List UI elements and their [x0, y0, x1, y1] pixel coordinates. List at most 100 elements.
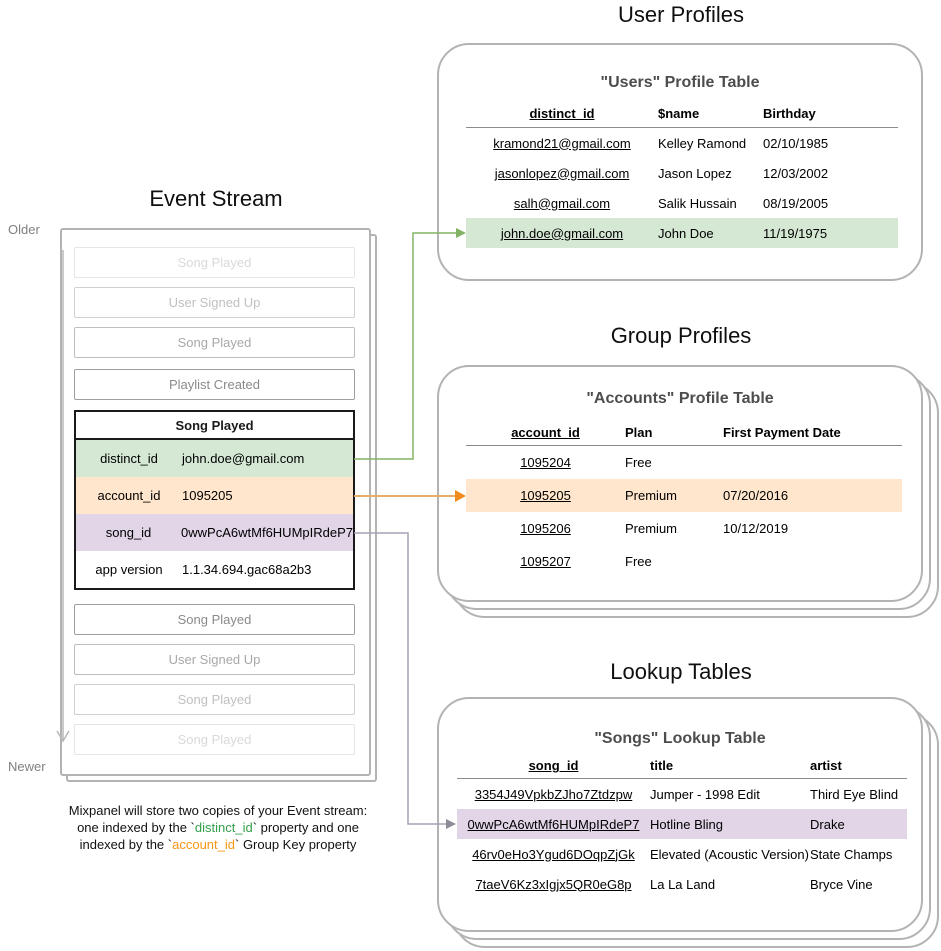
cell-plan: Premium	[625, 488, 678, 503]
property-value: 1.1.34.694.gac68a2b3	[182, 562, 312, 577]
highlighted-row-distinct-id: john.doe@gmail.com John Doe 11/19/1975	[466, 218, 898, 248]
property-key: distinct_id	[100, 451, 158, 466]
table-row: 1095207 Free	[466, 545, 902, 578]
songs-table-header: song_id title artist	[457, 753, 907, 779]
cell-birthday: 12/03/2002	[763, 165, 829, 181]
table-row: 1095204 Free	[466, 446, 902, 479]
cell-plan: Free	[625, 455, 652, 470]
cell-name: Jason Lopez	[658, 165, 732, 181]
newer-label: Newer	[8, 759, 46, 774]
cell-account-id: 1095205	[520, 488, 571, 503]
cell-artist: State Champs	[810, 846, 893, 862]
accounts-card-title: "Accounts" Profile Table	[586, 390, 774, 407]
event-item: Song Played	[74, 247, 355, 278]
cell-name: John Doe	[658, 225, 714, 241]
cell-artist: Drake	[810, 816, 845, 832]
event-item: Song Played	[74, 327, 355, 358]
property-key: app version	[95, 562, 163, 577]
accounts-table: account_id Plan First Payment Date 10952…	[466, 420, 902, 578]
caption-line-1: Mixpanel will store two copies of your E…	[68, 803, 368, 818]
highlighted-row-song-id: 0wwPcA6wtMf6HUMpIRdeP7 Hotline Bling Dra…	[457, 809, 907, 839]
cell-artist: Bryce Vine	[810, 876, 873, 892]
table-row: jasonlopez@gmail.com Jason Lopez 12/03/2…	[466, 158, 898, 188]
column-header-song-id: song_id	[528, 758, 579, 773]
caption-distinct-id: distinct_id	[194, 820, 253, 835]
cell-song-id: 0wwPcA6wtMf6HUMpIRdeP7	[467, 816, 640, 832]
cell-name: Kelley Ramond	[658, 135, 747, 151]
table-row: 1095206 Premium 10/12/2019	[466, 512, 902, 545]
event-item: Song Played	[74, 724, 355, 755]
caption-text: indexed by the `	[79, 837, 173, 852]
selected-event-name: Song Played	[76, 412, 353, 440]
table-row: kramond21@gmail.com Kelley Ramond 02/10/…	[466, 128, 898, 158]
songs-table: song_id title artist 3354J49VpkbZJho7Ztd…	[457, 753, 907, 899]
event-property-row-distinct-id: distinct_id john.doe@gmail.com	[76, 440, 353, 477]
cell-title: Elevated (Acoustic Version)	[650, 846, 809, 862]
cell-title: La La Land	[650, 876, 716, 892]
cell-account-id: 1095206	[520, 521, 571, 536]
event-property-row-song-id: song_id 0wwPcA6wtMf6HUMpIRdeP7	[76, 514, 353, 551]
table-row: 7taeV6Kz3xIgjx5QR0eG8p La La Land Bryce …	[457, 869, 907, 899]
cell-distinct-id: salh@gmail.com	[513, 195, 611, 211]
cell-song-id: 3354J49VpkbZJho7Ztdzpw	[474, 786, 633, 802]
cell-first-payment-date: 10/12/2019	[723, 521, 789, 536]
cell-song-id: 46rv0eHo3Ygud6DOqpZjGk	[472, 846, 635, 862]
highlighted-row-account-id: 1095205 Premium 07/20/2016	[466, 479, 902, 512]
column-header-birthday: Birthday	[763, 106, 816, 121]
event-item: User Signed Up	[74, 287, 355, 318]
caption-text: one indexed by the `	[77, 820, 195, 835]
table-row: 46rv0eHo3Ygud6DOqpZjGk Elevated (Acousti…	[457, 839, 907, 869]
caption: Mixpanel will store two copies of your E…	[28, 802, 408, 853]
cell-artist: Third Eye Blind	[810, 786, 899, 802]
column-header-plan: Plan	[625, 425, 653, 440]
event-item: Song Played	[74, 604, 355, 635]
cell-birthday: 08/19/2005	[763, 195, 829, 211]
songs-card-title: "Songs" Lookup Table	[594, 730, 766, 747]
event-item: Playlist Created	[74, 369, 355, 400]
user-profiles-title: User Profiles	[618, 2, 744, 27]
property-value: 0wwPcA6wtMf6HUMpIRdeP7	[181, 525, 353, 540]
column-header-title: title	[650, 758, 674, 773]
table-row: salh@gmail.com Salik Hussain 08/19/2005	[466, 188, 898, 218]
caption-line-3: indexed by the `account_id` Group Key pr…	[28, 836, 408, 853]
event-property-row-account-id: account_id 1095205	[76, 477, 353, 514]
caption-line-2: one indexed by the `distinct_id` propert…	[28, 819, 408, 836]
users-card-title: "Users" Profile Table	[600, 74, 760, 91]
cell-birthday: 02/10/1985	[763, 135, 829, 151]
cell-title: Jumper - 1998 Edit	[650, 786, 760, 802]
lookup-tables-title: Lookup Tables	[610, 659, 752, 684]
cell-first-payment-date: 07/20/2016	[723, 488, 789, 503]
column-header-account-id: account_id	[511, 425, 580, 440]
table-row: 3354J49VpkbZJho7Ztdzpw Jumper - 1998 Edi…	[457, 779, 907, 809]
caption-text: ` property and one	[252, 820, 359, 835]
caption-text: ` Group Key property	[235, 837, 357, 852]
event-item: User Signed Up	[74, 644, 355, 675]
property-value: john.doe@gmail.com	[182, 451, 305, 466]
column-header-first-payment-date: First Payment Date	[723, 425, 841, 440]
column-header-distinct-id: distinct_id	[529, 106, 595, 121]
column-header-artist: artist	[810, 758, 842, 773]
event-stream-title: Event Stream	[149, 186, 283, 211]
cell-song-id: 7taeV6Kz3xIgjx5QR0eG8p	[475, 876, 632, 892]
users-table-header: distinct_id $name Birthday	[466, 100, 898, 128]
property-key: account_id	[97, 488, 161, 503]
cell-title: Hotline Bling	[650, 816, 723, 832]
cell-birthday: 11/19/1975	[763, 225, 828, 241]
cell-account-id: 1095207	[520, 554, 571, 569]
accounts-table-header: account_id Plan First Payment Date	[466, 420, 902, 446]
older-label: Older	[8, 222, 40, 237]
cell-plan: Free	[625, 554, 652, 569]
users-table: distinct_id $name Birthday kramond21@gma…	[466, 100, 898, 248]
group-profiles-title: Group Profiles	[610, 323, 752, 348]
cell-distinct-id: john.doe@gmail.com	[500, 225, 624, 241]
event-stream-box: Song Played User Signed Up Song Played P…	[60, 228, 371, 776]
caption-account-id: account_id	[172, 837, 235, 852]
cell-account-id: 1095204	[520, 455, 571, 470]
selected-event-card: Song Played distinct_id john.doe@gmail.c…	[74, 410, 355, 590]
cell-plan: Premium	[625, 521, 678, 536]
cell-distinct-id: kramond21@gmail.com	[493, 135, 631, 151]
column-header-name: $name	[658, 106, 700, 121]
cell-distinct-id: jasonlopez@gmail.com	[494, 165, 630, 181]
property-value: 1095205	[182, 488, 233, 503]
property-key: song_id	[105, 525, 152, 540]
